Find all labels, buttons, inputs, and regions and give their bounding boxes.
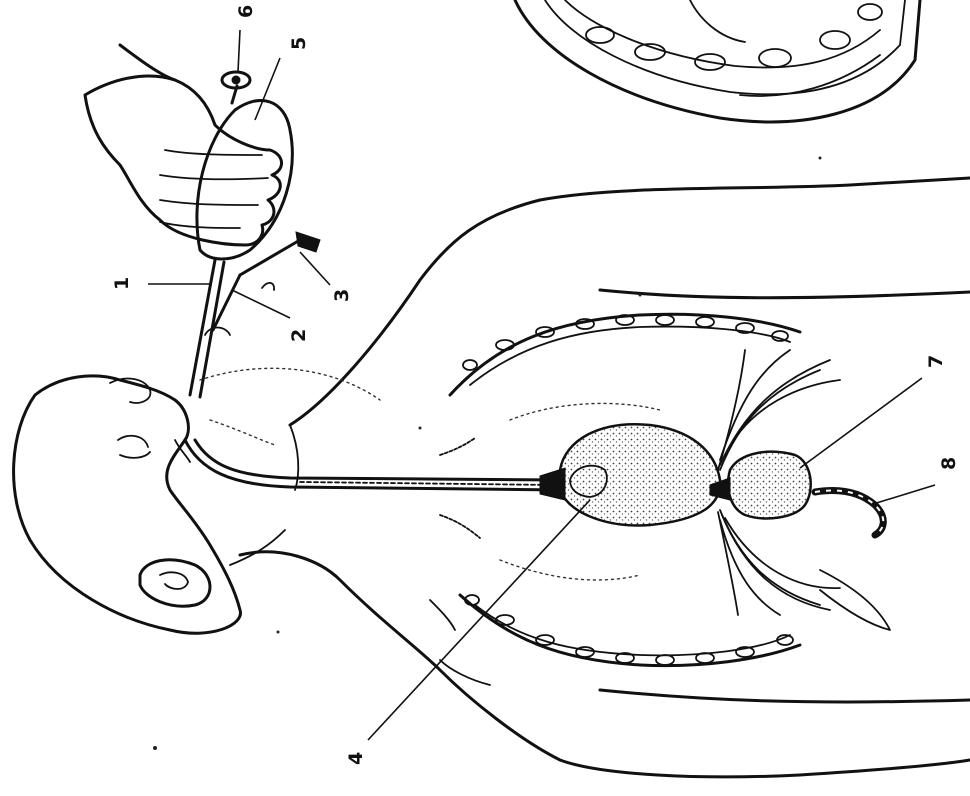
ribs-lower <box>460 595 800 666</box>
label-1: 1 <box>111 277 133 290</box>
head <box>14 376 241 633</box>
lungs <box>560 424 720 525</box>
label-4: 4 <box>345 752 367 765</box>
catheter-tip <box>815 491 883 535</box>
label-6: 6 <box>235 5 257 18</box>
ribs-upper <box>450 314 800 395</box>
label-3: 3 <box>331 289 353 302</box>
label-7: 7 <box>925 355 947 368</box>
inset-vertebrae <box>586 4 882 70</box>
bag-valve-device <box>190 72 320 397</box>
stomach <box>728 452 811 519</box>
label-2: 2 <box>288 329 310 342</box>
label-8: 8 <box>938 457 960 470</box>
labels: 1 2 3 4 5 6 7 8 <box>111 5 960 765</box>
label-5: 5 <box>288 37 310 50</box>
hand <box>85 45 282 245</box>
ear-icon <box>140 560 210 606</box>
cross-section-inset <box>515 0 920 122</box>
